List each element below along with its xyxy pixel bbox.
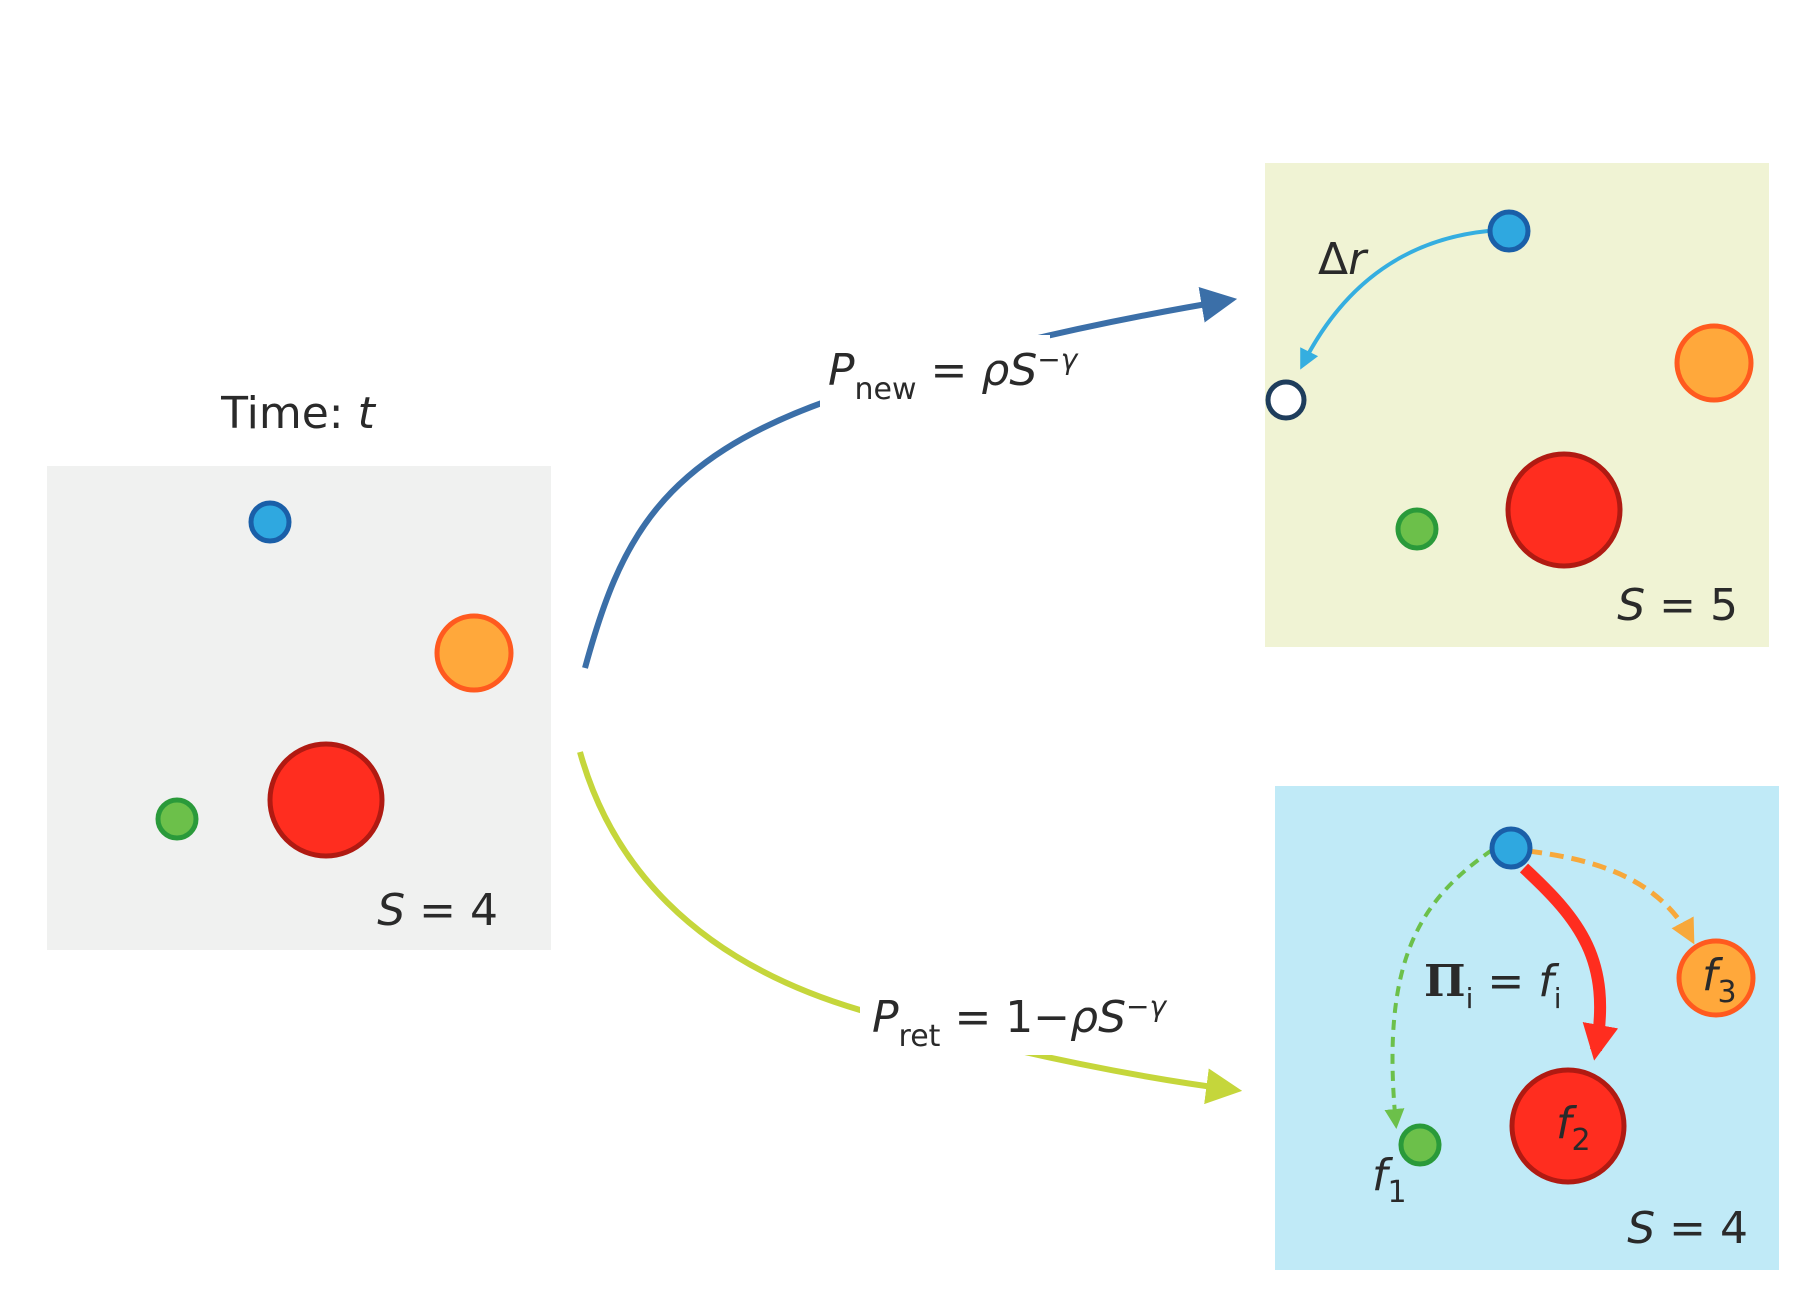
location-orange: [1676, 938, 1756, 1018]
visit-probability-label: Πi = fi: [1424, 956, 1561, 1015]
return-to-red-arrow: [1519, 863, 1619, 1061]
current-time-label: Time: t: [220, 388, 377, 439]
return-to-orange-arrow: [1527, 848, 1695, 945]
location-red: [1509, 1067, 1627, 1185]
displacement-arrow: [1300, 229, 1489, 370]
location-green: [155, 797, 199, 841]
p-new-label: Pnew = ρS−γ: [828, 343, 1079, 407]
p-ret-label: Pret = 1−ρS−γ: [872, 990, 1167, 1054]
explore-s-label: S = 5: [1617, 580, 1738, 631]
location-green: [1395, 507, 1439, 551]
location-blue: [248, 500, 292, 544]
return-s-label: S = 4: [1627, 1203, 1748, 1254]
return-to-green-arrow: [1384, 848, 1494, 1129]
new-location-marker: [1265, 379, 1307, 421]
location-blue: [1489, 826, 1533, 870]
location-orange: [1674, 323, 1754, 403]
return-arrow: [577, 751, 1243, 1105]
displacement-label: Δr: [1318, 234, 1369, 285]
location-blue: [1487, 209, 1531, 253]
location-green: [1398, 1123, 1442, 1167]
current-state-panel: [47, 466, 551, 950]
location-red: [267, 741, 385, 859]
location-red: [1505, 451, 1623, 569]
location-orange: [434, 613, 514, 693]
current-s-label: S = 4: [377, 885, 498, 936]
